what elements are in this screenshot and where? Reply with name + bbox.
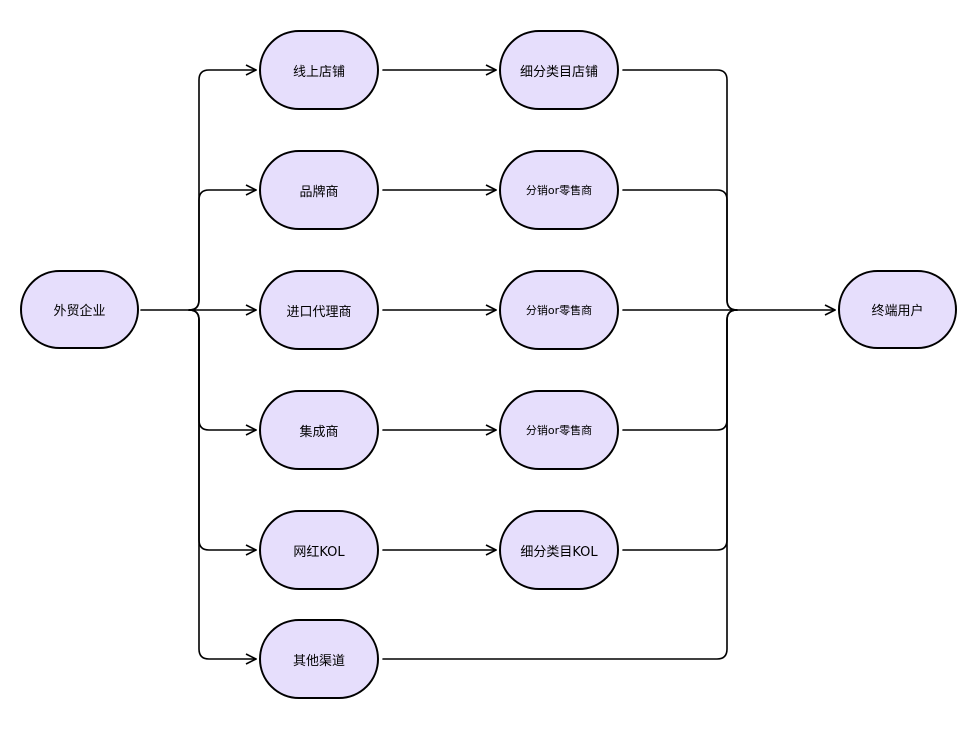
edge-channel-6-to-target [382,309,738,660]
node-channel-1: 线上店铺 [259,30,379,110]
node-sub-channel-3: 分销or零售商 [499,270,619,350]
node-channel-5: 网红KOL [259,510,379,590]
node-sub-channel-4: 分销or零售商 [499,390,619,470]
node-channel-4: 集成商 [259,390,379,470]
node-sub-channel-5: 细分类目KOL [499,510,619,590]
node-target: 终端用户 [838,270,957,349]
edge-sub-2-to-target [622,189,738,311]
edge-source-to-channel-6 [188,309,257,665]
node-channel-6: 其他渠道 [259,619,379,699]
node-sub-channel-1: 细分类目店铺 [499,30,619,110]
node-channel-3: 进口代理商 [259,270,379,350]
node-source: 外贸企业 [20,270,139,349]
node-sub-channel-2: 分销or零售商 [499,150,619,230]
edge-sub-4-to-target [622,309,738,431]
edge-source-to-channel-2 [188,184,257,311]
node-channel-2: 品牌商 [259,150,379,230]
